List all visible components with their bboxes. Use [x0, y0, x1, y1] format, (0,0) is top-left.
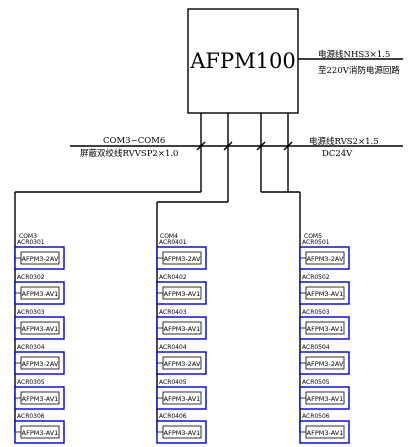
module-address: ACR0505 — [302, 379, 330, 386]
controller-name: AFPM100 — [189, 49, 295, 73]
controller-box — [187, 8, 299, 114]
module-address: ACR0404 — [159, 344, 187, 351]
module-model: AFPM3-AV1 — [164, 290, 201, 298]
module-address: ACR0303 — [17, 309, 45, 316]
module-address: ACR0502 — [302, 274, 330, 281]
bus-label: COM3~COM6 — [103, 136, 165, 146]
module-model: AFPM3-AV1 — [164, 395, 201, 403]
module-address: ACR0406 — [159, 413, 187, 420]
bus-tick — [223, 141, 233, 151]
bus-cable-label: 屏蔽双绞线RVVSP2×1.0 — [80, 148, 178, 159]
bus-tick — [283, 141, 293, 151]
module-address: ACR0403 — [159, 309, 187, 316]
com-label: COM4 — [160, 233, 178, 240]
module-model: AFPM3-AV1 — [164, 325, 201, 333]
com-label: COM5 — [304, 233, 322, 240]
module-address: ACR0504 — [302, 344, 330, 351]
module-address: ACR0302 — [17, 274, 45, 281]
module-model: AFPM3-AV1 — [307, 429, 344, 437]
power-supply-destination: 至220V消防电源回路 — [318, 65, 400, 76]
module-model: AFPM3-2AV — [307, 255, 344, 263]
module-model: AFPM3-AV1 — [22, 395, 59, 403]
module-address: ACR0503 — [302, 309, 330, 316]
module-model: AFPM3-AV1 — [164, 429, 201, 437]
module-address: ACR0401 — [159, 239, 187, 246]
module-model: AFPM3-AV1 — [307, 325, 344, 333]
dc-supply-voltage: DC24V — [322, 149, 353, 159]
com-label: COM3 — [19, 233, 37, 240]
module-address: ACR0306 — [17, 413, 45, 420]
module-model: AFPM3-AV1 — [22, 429, 59, 437]
column-com3: COM3 ACR0301AFPM3-2AVACR0302AFPM3-AV1ACR… — [14, 233, 65, 444]
module-address: ACR0405 — [159, 379, 187, 386]
module-model: AFPM3-2AV — [164, 255, 201, 263]
module-address: ACR0402 — [159, 274, 187, 281]
module-model: AFPM3-2AV — [307, 360, 344, 368]
module-model: AFPM3-2AV — [22, 360, 59, 368]
module-model: AFPM3-AV1 — [22, 290, 59, 298]
bus-tick — [196, 141, 206, 151]
module-address: ACR0506 — [302, 413, 330, 420]
dc-supply-label: 电源线RVS2×1.5 — [309, 136, 379, 147]
bus-tick — [256, 141, 266, 151]
module-model: AFPM3-2AV — [22, 255, 59, 263]
module-address: ACR0305 — [17, 379, 45, 386]
column-com4: COM4 ACR0401AFPM3-2AVACR0402AFPM3-AV1ACR… — [156, 233, 207, 444]
module-address: ACR0301 — [17, 239, 45, 246]
module-model: AFPM3-AV1 — [307, 290, 344, 298]
module-model: AFPM3-AV1 — [22, 325, 59, 333]
module-model: AFPM3-AV1 — [307, 395, 344, 403]
module-address: ACR0304 — [17, 344, 45, 351]
column-com5: COM5 ACR0501AFPM3-2AVACR0502AFPM3-AV1ACR… — [299, 233, 350, 444]
module-model: AFPM3-2AV — [164, 360, 201, 368]
module-address: ACR0501 — [302, 239, 330, 246]
power-supply-label: 电源线NHS3×1.5 — [318, 49, 390, 60]
